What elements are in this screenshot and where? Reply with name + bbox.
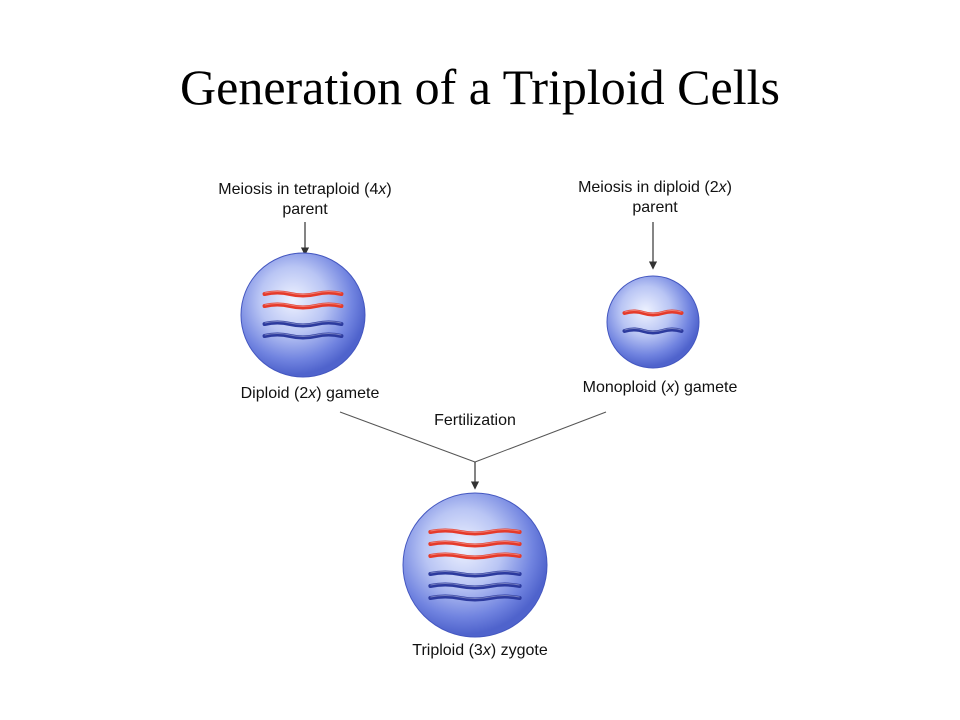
page-title: Generation of a Triploid Cells xyxy=(180,59,780,115)
blue-chromosome xyxy=(622,327,684,335)
red-chromosome-highlight xyxy=(430,529,520,533)
red-chromosome xyxy=(262,302,344,310)
left-parent-label: Meiosis in tetraploid (4x) parent xyxy=(218,181,392,218)
red-chromosome xyxy=(428,540,522,548)
red-chromosome-highlight xyxy=(624,310,682,314)
red-chromosome xyxy=(428,528,522,536)
blue-chromosome-highlight xyxy=(264,321,342,325)
blue-chromosome-highlight xyxy=(430,595,520,599)
cell-membrane xyxy=(240,252,366,378)
monoploid-gamete-label: Monoploid (x) gamete xyxy=(582,379,738,396)
blue-chromosome xyxy=(262,332,344,340)
blue-chromosome xyxy=(428,570,522,578)
red-chromosome-highlight xyxy=(264,303,342,307)
monoploid-gamete-cell xyxy=(606,275,700,369)
red-chromosome-highlight xyxy=(430,553,520,557)
triploid-zygote-cell xyxy=(402,492,548,638)
blue-chromosome-highlight xyxy=(430,571,520,575)
cell-membrane xyxy=(606,275,700,369)
triploid-zygote-label: Triploid (3x) zygote xyxy=(412,642,548,659)
red-chromosome xyxy=(622,309,684,317)
blue-chromosome xyxy=(262,320,344,328)
cell-membrane xyxy=(402,492,548,638)
blue-chromosome-highlight xyxy=(430,583,520,587)
right-parent-label: Meiosis in diploid (2x) parent xyxy=(578,179,732,216)
red-chromosome-highlight xyxy=(430,541,520,545)
fertilization-line-right xyxy=(474,411,607,463)
blue-chromosome xyxy=(428,594,522,602)
blue-chromosome-highlight xyxy=(264,333,342,337)
blue-chromosome xyxy=(428,582,522,590)
blue-chromosome-highlight xyxy=(624,328,682,332)
red-chromosome xyxy=(428,552,522,560)
diploid-gamete-cell xyxy=(240,252,366,378)
fertilization-label: Fertilization xyxy=(434,412,516,429)
red-chromosome-highlight xyxy=(264,291,342,295)
fertilization-line-left xyxy=(339,411,476,463)
diploid-gamete-label: Diploid (2x) gamete xyxy=(240,385,380,402)
red-chromosome xyxy=(262,290,344,298)
